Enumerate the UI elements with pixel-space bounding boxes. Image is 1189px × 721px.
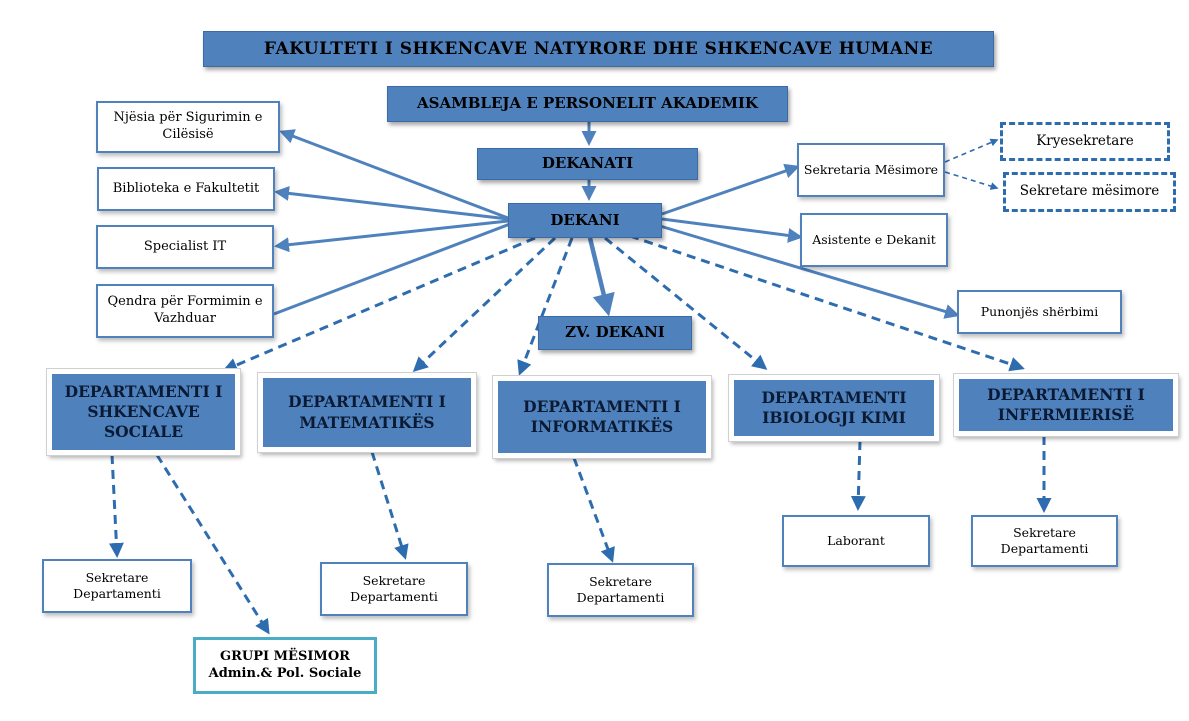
dept-matematikes-label: DEPARTAMENTI I MATEMATIKËS — [288, 392, 446, 432]
laborant-box: Laborant — [782, 515, 930, 567]
sociale-secretary-label: Sekretare Departamenti — [73, 569, 161, 601]
secretariat-label: Sekretaria Mësimore — [803, 161, 939, 177]
vice-dean-label: ZV. DEKANI — [565, 323, 665, 342]
teaching-secretary-box: Sekretare mësimore — [1003, 172, 1176, 212]
infermierise-secretary-label: Sekretare Departamenti — [1000, 524, 1089, 556]
dept-informatikes-label: DEPARTAMENTI I INFORMATIKËS — [523, 396, 681, 436]
dept-sociale-label: DEPARTAMENTI I SHKENCAVE SOCIALE — [64, 381, 223, 442]
dashed-biologji-laborant — [850, 440, 866, 511]
quality-unit-box: Njësia për Sigurimin e Cilësisë — [96, 101, 280, 153]
dashed-dean-dept-informatikes — [517, 237, 574, 376]
dashed-dean-dept-infermierise — [629, 234, 1025, 372]
it-specialist-box: Specialist IT — [96, 225, 274, 269]
dashed-informatikes-secretary — [572, 457, 615, 563]
teaching-group-box: GRUPI MËSIMOR Admin.& Pol. Sociale — [193, 637, 377, 694]
teaching-secretary-label: Sekretare mësimore — [1019, 183, 1160, 200]
service-worker-box: Punonjës shërbimi — [957, 290, 1122, 334]
library-label: Biblioteka e Fakultetit — [112, 180, 260, 196]
informatikes-secretary-label: Sekretare Departamenti — [576, 573, 665, 605]
vice-dean-box: ZV. DEKANI — [538, 316, 692, 350]
informatikes-secretary-box: Sekretare Departamenti — [547, 563, 694, 617]
dashed-secretariat-chief — [944, 138, 999, 163]
dept-informatikes-box: DEPARTAMENTI I INFORMATIKËS — [493, 376, 711, 458]
dashed-dean-dept-matematikes — [412, 236, 557, 373]
service-worker-label: Punonjës shërbimi — [980, 303, 1099, 319]
dashed-sociale-secretary — [108, 454, 124, 558]
connector-dean-assistant — [661, 217, 803, 243]
secretariat-box: Sekretaria Mësimore — [797, 143, 945, 197]
chief-secretary-box: Kryesekretare — [1000, 122, 1170, 161]
dashed-matematikes-secretary — [370, 451, 409, 560]
assistant-label: Asistente e Dekanit — [812, 231, 936, 247]
deanery-box: DEKANATI — [477, 148, 698, 180]
connector-dean-secretariat — [661, 163, 800, 216]
assembly-box: ASAMBLEJA E PERSONELIT AKADEMIK — [387, 86, 788, 122]
faculty-title: FAKULTETI I SHKENCAVE NATYRORE DHE SHKEN… — [263, 38, 934, 59]
dashed-dean-dept-sociale — [222, 236, 536, 373]
dept-sociale-box: DEPARTAMENTI I SHKENCAVE SOCIALE — [47, 369, 240, 455]
dean-box: DEKANI — [508, 203, 662, 238]
dept-biologji-label: DEPARTAMENTI IBIOLOGJI KIMI — [761, 387, 907, 427]
matematikes-secretary-label: Sekretare Departamenti — [350, 572, 438, 604]
dean-label: DEKANI — [550, 210, 620, 229]
connector-dean-library — [274, 185, 509, 221]
dept-matematikes-box: DEPARTAMENTI I MATEMATIKËS — [258, 373, 476, 452]
dashed-dean-dept-biologji — [604, 236, 768, 370]
connector-dean-training — [273, 222, 511, 316]
dept-infermierise-box: DEPARTAMENTI I INFERMIERISË — [954, 374, 1178, 436]
dashed-sociale-teaching-group — [155, 454, 270, 635]
sociale-secretary-box: Sekretare Departamenti — [42, 559, 192, 613]
matematikes-secretary-box: Sekretare Departamenti — [320, 562, 468, 616]
assistant-box: Asistente e Dekanit — [800, 213, 948, 267]
dept-biologji-box: DEPARTAMENTI IBIOLOGJI KIMI — [729, 375, 939, 441]
connector-dean-it — [274, 219, 509, 253]
quality-unit-label: Njësia për Sigurimin e Cilësisë — [113, 110, 263, 142]
teaching-group-subtitle: Admin.& Pol. Sociale — [208, 665, 362, 681]
deanery-label: DEKANATI — [541, 154, 634, 173]
dept-infermierise-label: DEPARTAMENTI I INFERMIERISË — [987, 384, 1145, 424]
training-center-box: Qendra për Formimin e Vazhduar — [96, 284, 274, 338]
training-center-label: Qendra për Formimin e Vazhduar — [107, 294, 263, 326]
laborant-label: Laborant — [827, 532, 885, 548]
infermierise-secretary-box: Sekretare Departamenti — [971, 515, 1118, 567]
connector-dean-quality — [279, 129, 509, 220]
chief-secretary-label: Kryesekretare — [1036, 132, 1134, 149]
assembly-label: ASAMBLEJA E PERSONELIT AKADEMIK — [417, 94, 758, 113]
faculty-title-box: FAKULTETI I SHKENCAVE NATYRORE DHE SHKEN… — [203, 31, 994, 67]
it-specialist-label: Specialist IT — [143, 238, 227, 254]
library-box: Biblioteka e Fakultetit — [97, 167, 275, 211]
connector-dean-service — [659, 224, 960, 319]
teaching-group-title: GRUPI MËSIMOR — [220, 648, 350, 664]
dashed-secretariat-teaching — [944, 171, 999, 190]
connector-dean-vicedean — [587, 237, 615, 317]
